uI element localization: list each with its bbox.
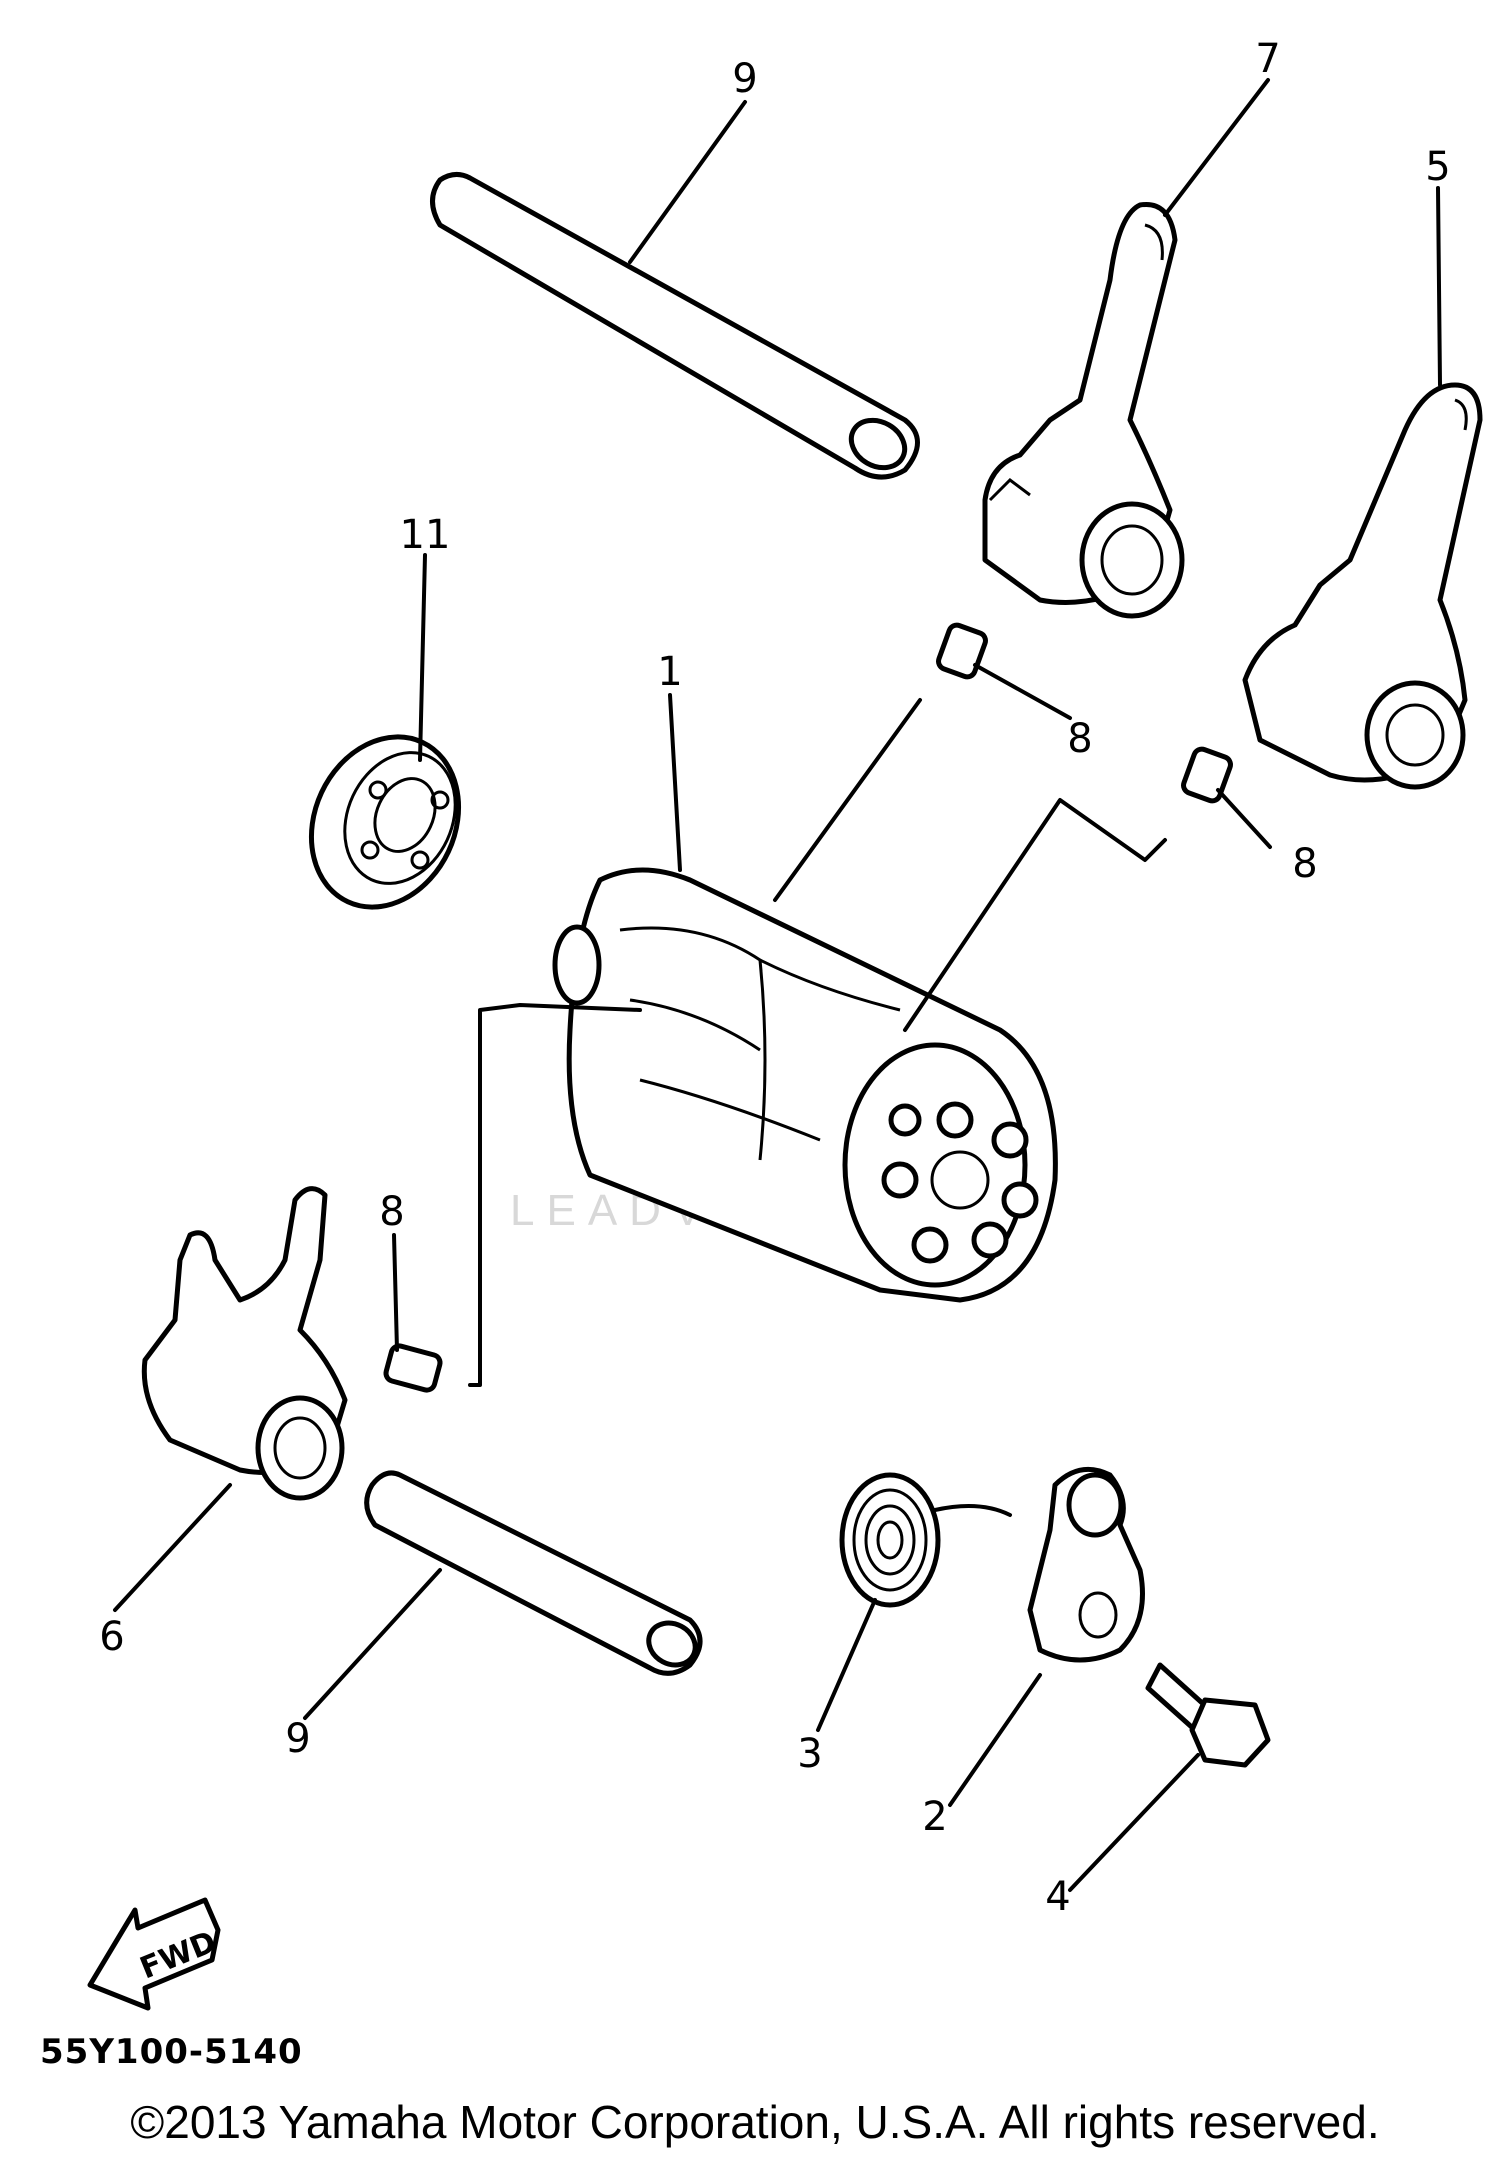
dowel-pin-upper (936, 622, 988, 680)
shift-cam-1 (552, 867, 1058, 1303)
callout-4: 4 (1045, 1874, 1070, 1920)
dowel-pin-left (383, 1343, 443, 1393)
shift-fork-5 (1242, 382, 1483, 790)
callout-1: 1 (657, 649, 682, 695)
shift-fork-7 (982, 201, 1185, 619)
torsion-spring-3 (839, 1472, 1012, 1608)
shift-fork-6 (141, 1186, 348, 1501)
callout-2: 2 (922, 1794, 947, 1840)
fwd-arrow-icon: FWD (87, 1897, 221, 2011)
callout-11: 11 (400, 512, 451, 558)
shift-fork-guide-bar-upper (430, 172, 920, 480)
callout-10: 9 (732, 56, 757, 102)
callout-8-upper: 8 (1067, 716, 1092, 762)
callout-8-left: 8 (379, 1189, 404, 1235)
diagram-code: 55Y100-5140 (40, 2032, 303, 2072)
shift-fork-guide-bar-lower (364, 1470, 703, 1676)
callout-3: 3 (797, 1731, 822, 1777)
callout-5: 5 (1425, 144, 1450, 190)
callout-7: 7 (1255, 36, 1280, 82)
callout-8-right: 8 (1292, 841, 1317, 887)
stopper-lever-2 (1027, 1466, 1145, 1663)
dowel-pin-right (1181, 746, 1233, 804)
callout-9: 9 (285, 1716, 310, 1762)
copyright-notice: ©2013 Yamaha Motor Corporation, U.S.A. A… (130, 2096, 1379, 2148)
bolt-4 (1145, 1662, 1271, 1768)
bearing-11 (308, 734, 462, 910)
leader-lines (113, 78, 1442, 1892)
callout-6: 6 (99, 1614, 124, 1660)
